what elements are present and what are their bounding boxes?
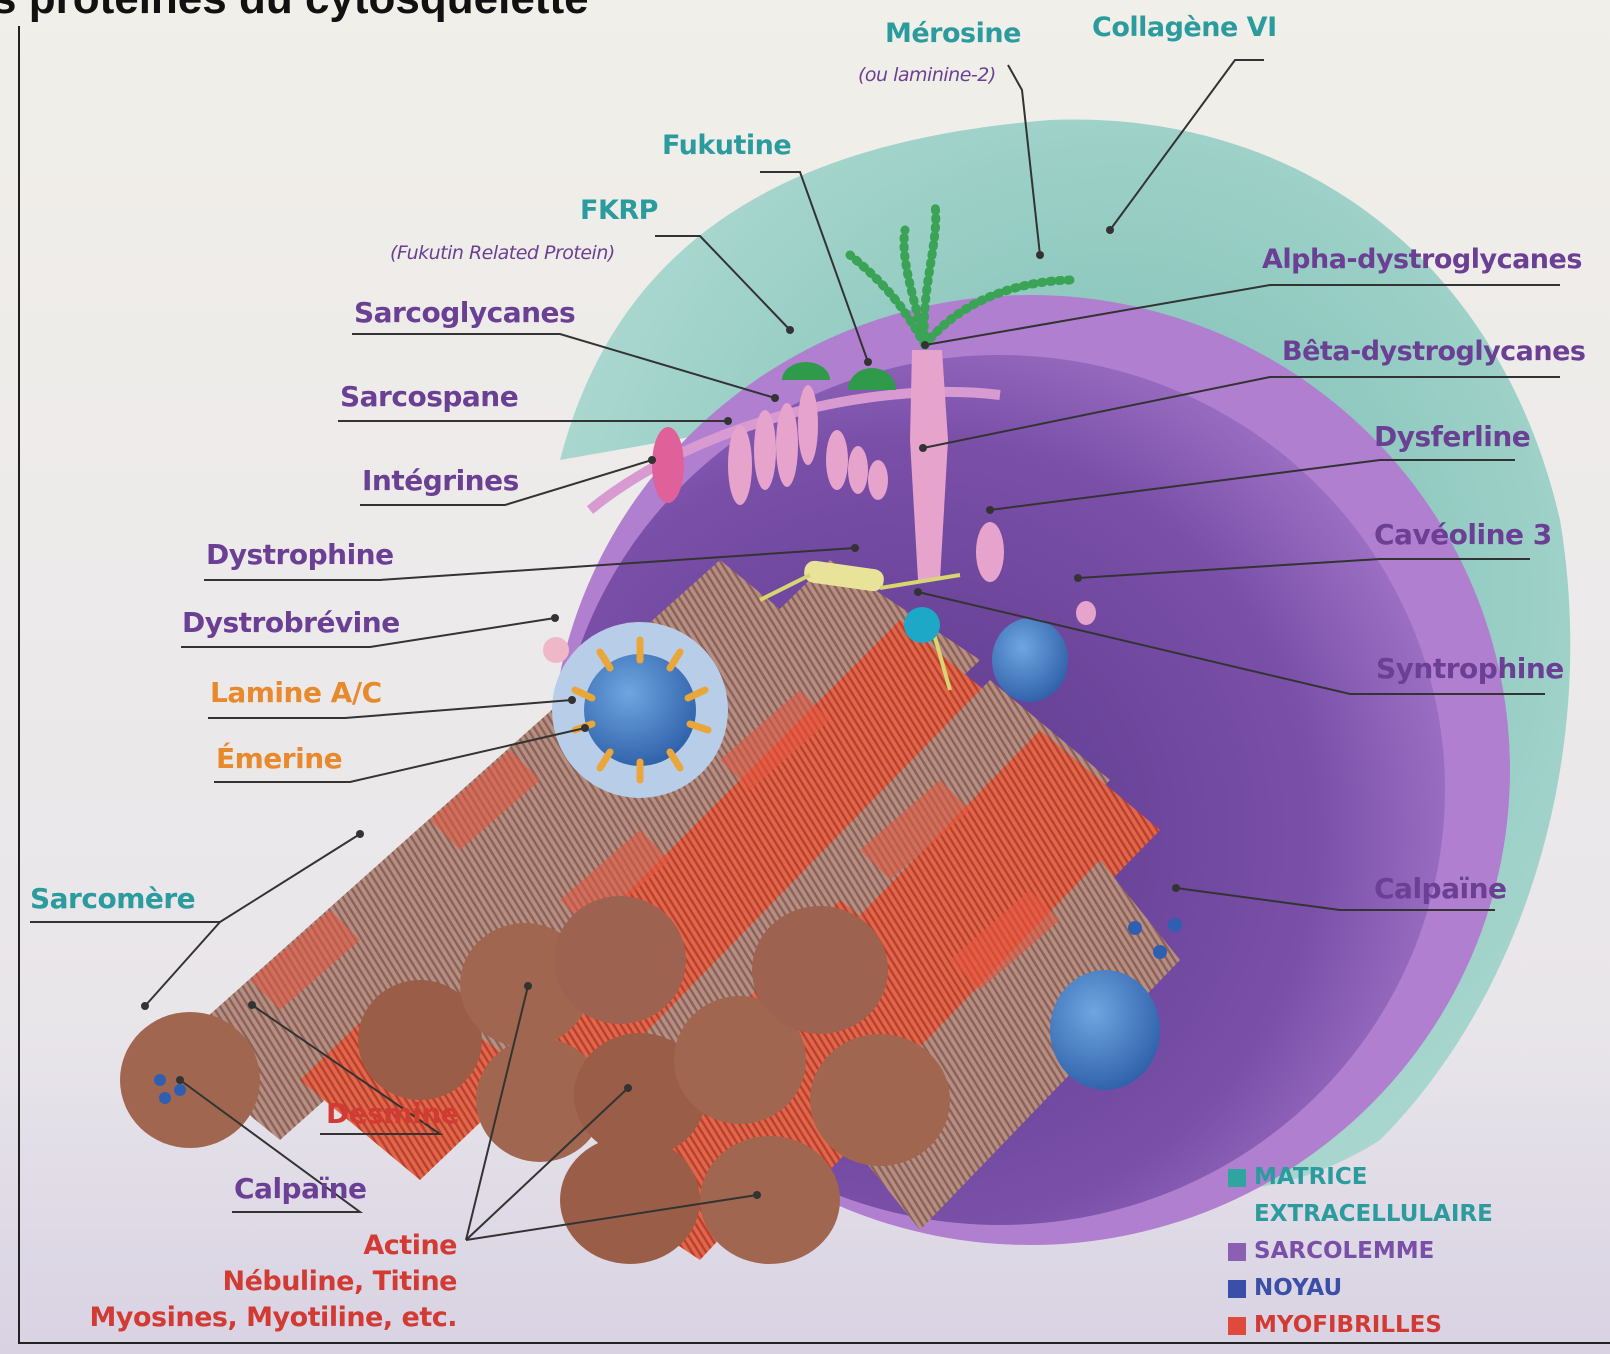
legend-label-extracellulaire: EXTRACELLULAIRE <box>1254 1201 1493 1227</box>
label-sarcomere: Sarcomère <box>30 882 195 915</box>
label-desmine: Desmine <box>326 1097 459 1130</box>
page-title: s protéines du cytosquelette <box>0 0 589 24</box>
legend-label-matrice: MATRICE <box>1254 1164 1367 1190</box>
legend-item-extracellulaire: EXTRACELLULAIRE <box>1228 1201 1493 1238</box>
label-collagene: Collagène VI <box>1092 12 1277 43</box>
label-fkrp: FKRP <box>580 195 658 226</box>
label-nebuline: Nébuline, Titine <box>222 1266 457 1297</box>
legend-swatch-spacer <box>1228 1206 1246 1224</box>
legend-label-myofibrilles: MYOFIBRILLES <box>1254 1312 1442 1338</box>
legend-swatch-sarcolemme <box>1228 1243 1246 1261</box>
label-beta-dystroglycanes: Bêta-dystroglycanes <box>1282 336 1586 367</box>
legend-swatch-matrice <box>1228 1169 1246 1187</box>
label-dystrobrevine: Dystrobrévine <box>182 606 400 639</box>
label-sarcoglycanes: Sarcoglycanes <box>354 296 575 329</box>
label-dystrophine: Dystrophine <box>206 538 394 571</box>
label-caveoline: Cavéoline 3 <box>1374 518 1552 551</box>
label-integrines: Intégrines <box>362 464 519 497</box>
label-alpha-dystroglycanes: Alpha-dystroglycanes <box>1262 244 1582 275</box>
label-actine: Actine <box>363 1230 457 1261</box>
label-emerine: Émerine <box>216 742 342 775</box>
legend-item-matrice: MATRICE <box>1228 1164 1493 1201</box>
label-myosines: Myosines, Myotiline, etc. <box>90 1302 457 1333</box>
legend-item-sarcolemme: SARCOLEMME <box>1228 1238 1493 1275</box>
label-fukutine: Fukutine <box>662 130 791 161</box>
nucleus-lower <box>1050 970 1160 1090</box>
legend-label-noyau: NOYAU <box>1254 1275 1342 1301</box>
legend-item-myofibrilles: MYOFIBRILLES <box>1228 1312 1493 1349</box>
nucleus-right <box>992 618 1068 702</box>
label-fkrp-sub: (Fukutin Related Protein) <box>390 242 615 264</box>
label-merosine-sub: (ou laminine-2) <box>858 64 996 86</box>
frame-left-border <box>18 26 20 1344</box>
label-sarcospane: Sarcospane <box>340 380 518 413</box>
legend-item-noyau: NOYAU <box>1228 1275 1493 1312</box>
label-merosine: Mérosine <box>885 18 1021 49</box>
legend: MATRICE EXTRACELLULAIRE SARCOLEMME NOYAU… <box>1228 1164 1493 1349</box>
label-calpaine-left: Calpaïne <box>234 1172 367 1205</box>
legend-swatch-myofibrilles <box>1228 1317 1246 1335</box>
label-syntrophine: Syntrophine <box>1376 652 1564 685</box>
label-lamine: Lamine A/C <box>210 676 382 709</box>
label-dysferline: Dysferline <box>1374 420 1530 453</box>
label-calpaine-right: Calpaïne <box>1374 872 1507 905</box>
legend-label-sarcolemme: SARCOLEMME <box>1254 1238 1434 1264</box>
legend-swatch-noyau <box>1228 1280 1246 1298</box>
